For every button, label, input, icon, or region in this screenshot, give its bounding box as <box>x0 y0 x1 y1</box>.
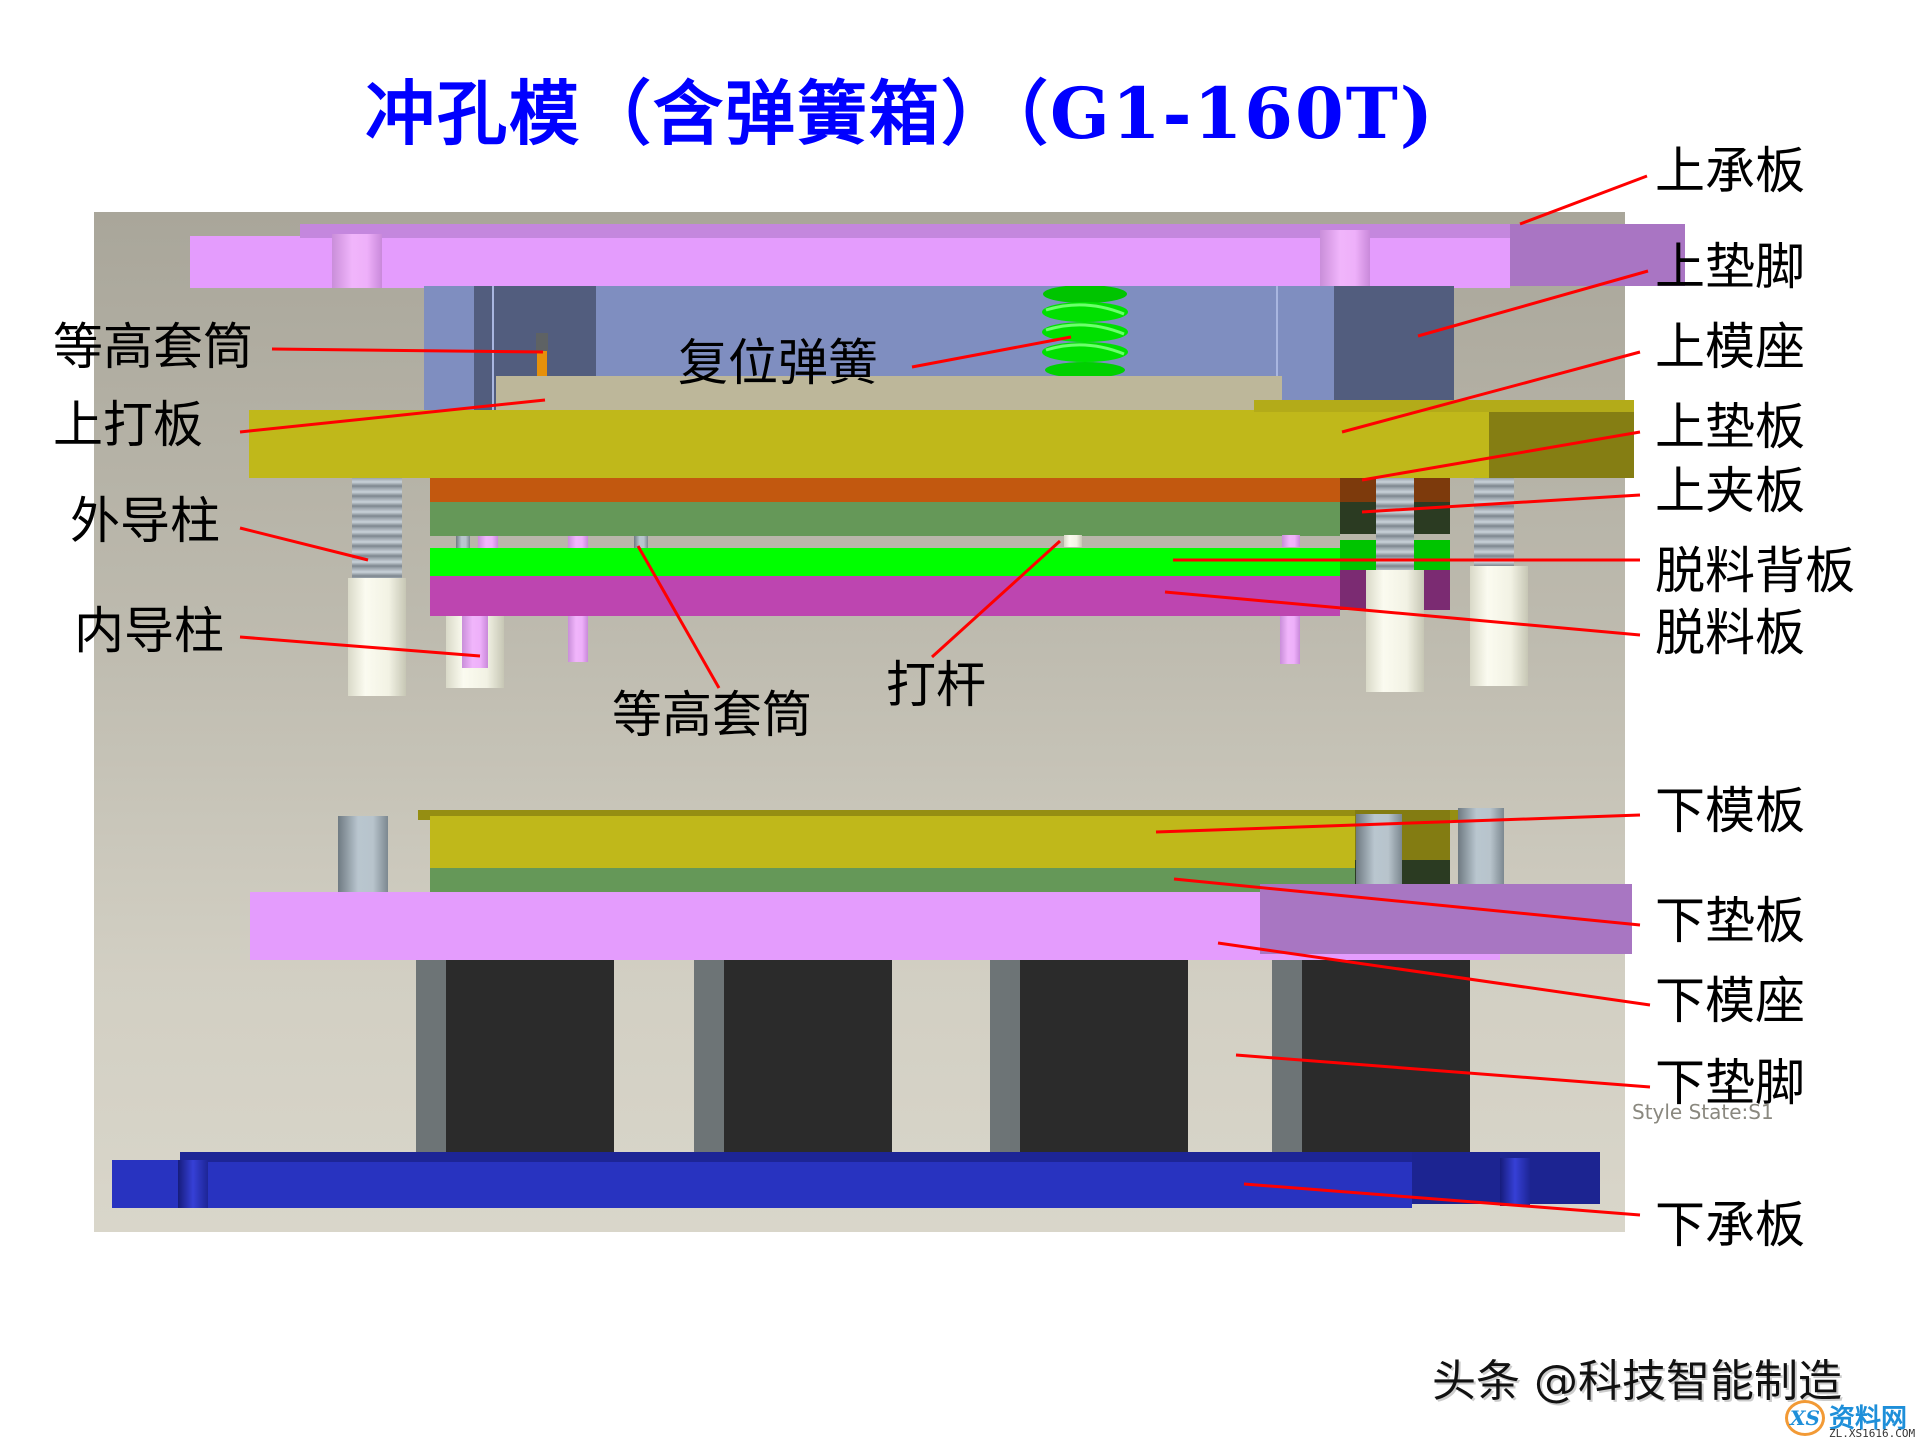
label-upper-knockout-plate: 上打板 <box>53 396 203 454</box>
outer-guide-post-right1-thread <box>1376 478 1414 578</box>
label-equal-height-sleeve-bottom: 等高套筒 <box>612 686 812 744</box>
knockout-rod-head <box>1064 535 1082 547</box>
lower-bearing-plate-top-face <box>180 1152 1600 1162</box>
inner-guide-post-center-pin <box>568 616 588 662</box>
inner-guide-post-right-pin <box>1280 616 1300 664</box>
small-post-3 <box>568 536 588 548</box>
label-upper-pad-foot: 上垫脚 <box>1655 238 1805 296</box>
diagram-title: 冲孔模（含弹簧箱）（G1-160T) <box>365 72 1435 155</box>
label-knockout-rod: 打杆 <box>886 656 986 714</box>
upper-clamp-plate <box>430 502 1340 536</box>
inner-guide-post-left-pin <box>462 616 488 668</box>
lower-pad-foot-3-side <box>990 960 1020 1160</box>
site-url: ZL.XS1616.COM <box>1829 1427 1916 1440</box>
label-upper-bearing-plate: 上承板 <box>1655 142 1805 200</box>
label-outer-guide-post: 外导柱 <box>70 492 220 550</box>
equal-height-sleeve-top-body <box>537 351 547 376</box>
xs-logo-icon: XS <box>1785 1400 1825 1436</box>
lower-pad-foot-2-side <box>694 960 724 1160</box>
upper-bearing-plate-pin-right <box>1320 230 1370 286</box>
upper-die-seat-top-face <box>1254 400 1634 412</box>
stripper-back-plate <box>430 548 1340 578</box>
lower-guide-bushing-right2 <box>1458 808 1504 888</box>
label-stripper-back-plate: 脱料背板 <box>1655 542 1855 600</box>
lower-pad-foot-3 <box>1020 960 1188 1160</box>
lower-bearing-plate <box>112 1160 1412 1208</box>
upper-die-seat <box>249 410 1489 478</box>
label-lower-pad-foot: 下垫脚 <box>1655 1054 1805 1112</box>
small-post-4 <box>1282 535 1300 547</box>
label-lower-die-plate: 下模板 <box>1655 782 1805 840</box>
lower-guide-bushing-left <box>338 816 388 896</box>
site-name: 资料网 <box>1829 1404 1908 1434</box>
outer-guide-post-left-thread <box>352 478 402 578</box>
upper-bearing-plate <box>190 236 1510 288</box>
lower-guide-bushing-right1 <box>1356 814 1402 892</box>
outer-guide-post-right1 <box>1366 570 1424 692</box>
lower-bearing-plate-notch-right <box>1500 1158 1530 1206</box>
author-watermark: 头条 @科技智能制造 <box>1432 1356 1842 1407</box>
label-inner-guide-post: 内导柱 <box>74 602 224 660</box>
small-post-1 <box>456 536 470 550</box>
label-stripper-plate: 脱料板 <box>1655 604 1805 662</box>
lower-die-plate <box>430 816 1355 870</box>
upper-pad-foot-right-dark <box>1334 286 1454 410</box>
spring-box-window-line-left <box>492 286 494 410</box>
equal-height-sleeve-top <box>536 333 548 351</box>
label-upper-clamp-plate: 上夹板 <box>1655 462 1805 520</box>
label-return-spring: 复位弹簧 <box>678 334 878 392</box>
lower-pad-foot-4-side <box>1272 960 1302 1160</box>
label-lower-die-seat: 下模座 <box>1655 972 1805 1030</box>
stripper-plate <box>430 576 1340 616</box>
lower-pad-foot-1-side <box>416 960 446 1160</box>
lower-backing-plate <box>430 868 1355 892</box>
lower-die-plate-top-face <box>418 810 1458 820</box>
outer-guide-post-right2 <box>1470 566 1528 686</box>
spring-box-window-line-right <box>1276 286 1278 410</box>
upper-backing-plate <box>430 478 1340 502</box>
label-equal-height-sleeve-top: 等高套筒 <box>53 318 253 376</box>
upper-bearing-plate-pin-left <box>332 234 382 288</box>
small-post-2 <box>478 536 498 550</box>
lower-die-seat-side <box>1260 884 1632 954</box>
lower-pad-foot-4 <box>1302 960 1470 1160</box>
label-lower-backing-plate: 下垫板 <box>1655 892 1805 950</box>
upper-knockout-plate <box>496 376 1282 410</box>
lower-pad-foot-2 <box>724 960 892 1160</box>
label-lower-bearing-plate: 下承板 <box>1655 1196 1805 1254</box>
label-upper-die-seat: 上模座 <box>1655 318 1805 376</box>
upper-bearing-plate-top-face <box>300 224 1510 238</box>
lower-bearing-plate-notch-left <box>178 1160 208 1208</box>
style-state-text: Style State:S1 <box>1632 1100 1774 1124</box>
return-spring <box>1040 285 1130 378</box>
lower-pad-foot-1 <box>446 960 614 1160</box>
site-logo: XS 资料网 ZL.XS1616.COM <box>1785 1398 1920 1440</box>
outer-guide-post-left <box>348 578 406 696</box>
label-upper-backing-plate: 上垫板 <box>1655 398 1805 456</box>
outer-guide-post-right2-thread <box>1474 478 1514 576</box>
